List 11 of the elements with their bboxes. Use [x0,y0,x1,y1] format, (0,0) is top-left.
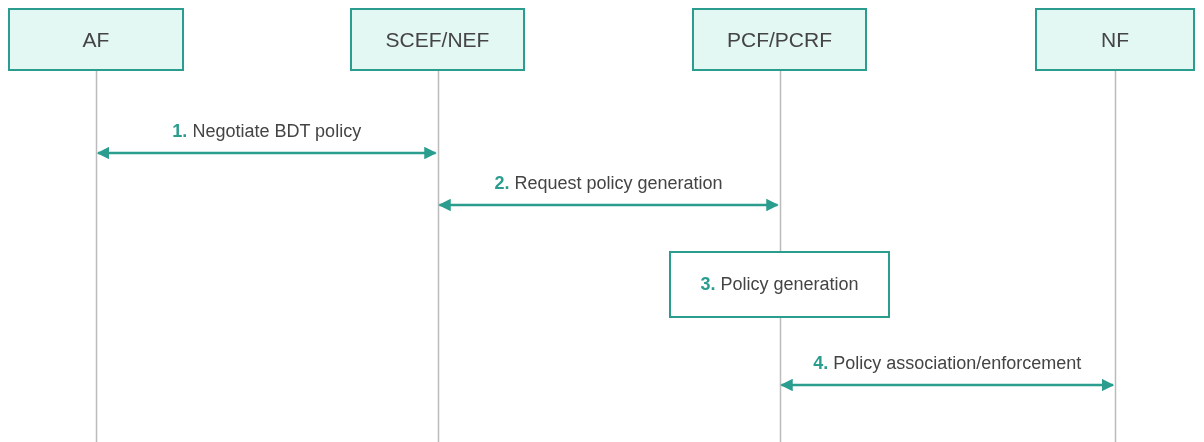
participant-box: AF [8,8,184,71]
process-box: 3. Policy generation [669,251,890,318]
arrow [96,146,437,160]
edge-label: 4. Policy association/enforcement [811,353,1084,374]
edge-label: 1. Negotiate BDT policy [170,121,364,142]
arrow [438,198,779,212]
participant-box: PCF/PCRF [692,8,867,71]
arrow [780,378,1115,392]
edge-label: 2. Request policy generation [492,173,725,194]
participant-box: NF [1035,8,1195,71]
participant-box: SCEF/NEF [350,8,525,71]
